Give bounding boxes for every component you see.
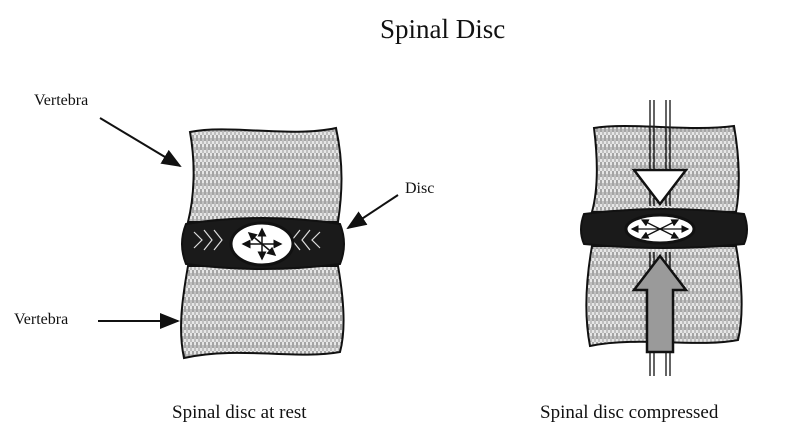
arrow-disc [348, 195, 398, 228]
arrow-vertebra-top [100, 118, 180, 166]
compressed-spine-group [581, 100, 747, 376]
rest-upper-vertebra [188, 128, 342, 222]
rest-lower-vertebra [181, 266, 344, 358]
rest-spine-group [181, 128, 344, 358]
